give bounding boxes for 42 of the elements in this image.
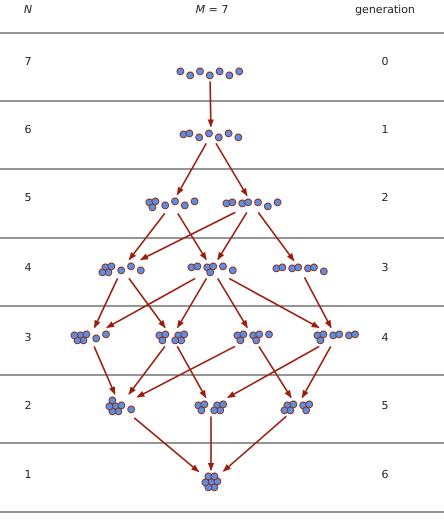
arrow	[136, 346, 236, 398]
generation-number: 5	[382, 399, 388, 413]
arrow	[208, 81, 214, 128]
generation-number: 6	[382, 468, 388, 482]
arrow	[93, 346, 116, 395]
generation-number: 4	[382, 331, 388, 345]
arrow	[227, 346, 320, 398]
arrow	[222, 416, 287, 472]
arrow	[176, 346, 206, 398]
arrow	[106, 278, 196, 328]
arrow	[128, 212, 166, 260]
arrow	[228, 278, 320, 328]
arrow	[208, 416, 214, 471]
row-number: 4	[24, 261, 32, 275]
arrow	[216, 278, 248, 328]
generation-number: 3	[382, 261, 388, 275]
column-header: generation	[355, 3, 415, 17]
arrow	[302, 346, 332, 398]
row-number: 3	[24, 331, 32, 345]
row-number: 1	[24, 468, 32, 482]
arrow	[215, 143, 248, 196]
arrow	[258, 346, 292, 398]
generation-number: 2	[382, 191, 388, 205]
arrow	[177, 212, 207, 260]
arrow	[176, 278, 208, 328]
column-header: M = 7	[196, 3, 228, 17]
generation-number: 0	[382, 55, 388, 69]
arrow	[128, 278, 166, 328]
row-number: 7	[24, 55, 32, 69]
arrow	[258, 212, 294, 262]
row-number: 2	[24, 399, 32, 413]
column-header: N	[24, 3, 32, 17]
generation-number: 1	[382, 123, 388, 137]
row-number: 5	[24, 191, 32, 205]
arrow	[134, 417, 200, 472]
arrow	[128, 346, 166, 395]
arrow	[217, 212, 248, 260]
arrow	[94, 278, 118, 328]
arrow	[304, 277, 332, 328]
arrow	[176, 143, 207, 196]
arrow	[140, 212, 236, 260]
row-number: 6	[24, 123, 32, 137]
